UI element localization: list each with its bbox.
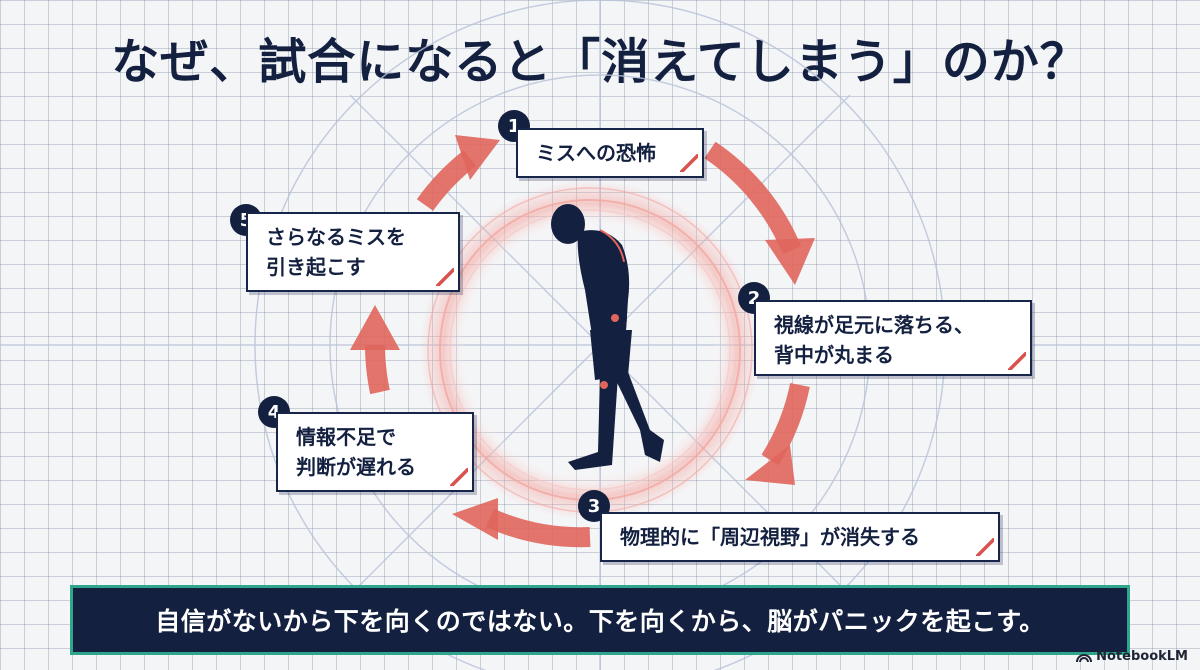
notebooklm-watermark: NotebookLM xyxy=(1076,649,1188,664)
card-corner-accent xyxy=(680,154,698,172)
step-2-text-line-1: 視線が足元に落ちる、 xyxy=(774,313,974,337)
arrow-3-to-4 xyxy=(485,508,591,548)
card-corner-accent xyxy=(1008,352,1026,370)
arrow-1-to-2 xyxy=(704,141,802,254)
card-corner-accent xyxy=(976,538,994,556)
step-2-text-line-2: 背中が丸まる xyxy=(774,343,894,367)
step-3-card: 物理的に「周辺視野」が消失する xyxy=(600,512,1000,562)
notebooklm-logo-icon xyxy=(1076,653,1093,662)
step-1-card: ミスへの恐怖 xyxy=(516,128,704,178)
arrowhead-2 xyxy=(765,238,815,285)
step-5-card: さらなるミスを 引き起こす xyxy=(246,212,460,292)
walking-player-silhouette xyxy=(551,204,664,470)
step-4-text-line-1: 情報不足で xyxy=(296,425,396,449)
card-corner-accent xyxy=(436,268,454,286)
step-4-text-line-2: 判断が遅れる xyxy=(296,455,416,479)
step-3-text: 物理的に「周辺視野」が消失する xyxy=(620,525,920,549)
card-corner-accent xyxy=(450,468,468,486)
arrow-5-to-1 xyxy=(416,150,477,211)
arrow-heads xyxy=(350,135,815,540)
step-2-card: 視線が足元に落ちる、 背中が丸まる xyxy=(754,300,1032,376)
conclusion-text: 自信がないから下を向くのではない。下を向くから、脳がパニックを起こす。 xyxy=(155,607,1045,636)
arrowhead-3 xyxy=(745,445,795,485)
cycle-arrows xyxy=(365,141,810,548)
arrow-4-to-5 xyxy=(365,344,390,395)
watermark-text: NotebookLM xyxy=(1096,649,1188,664)
posture-accent-marks xyxy=(599,229,625,389)
step-1-text: ミスへの恐怖 xyxy=(536,141,656,165)
step-5-text-line-2: 引き起こす xyxy=(266,255,366,279)
step-5-text-line-1: さらなるミスを xyxy=(266,225,406,249)
conclusion-banner: 自信がないから下を向くのではない。下を向くから、脳がパニックを起こす。 xyxy=(70,585,1130,655)
arrowhead-4 xyxy=(452,498,498,540)
arrowhead-5 xyxy=(350,305,400,350)
step-4-card: 情報不足で 判断が遅れる xyxy=(276,412,474,492)
arrow-2-to-3 xyxy=(761,382,810,466)
glow-rings xyxy=(420,180,760,520)
arrowhead-1 xyxy=(455,135,500,180)
